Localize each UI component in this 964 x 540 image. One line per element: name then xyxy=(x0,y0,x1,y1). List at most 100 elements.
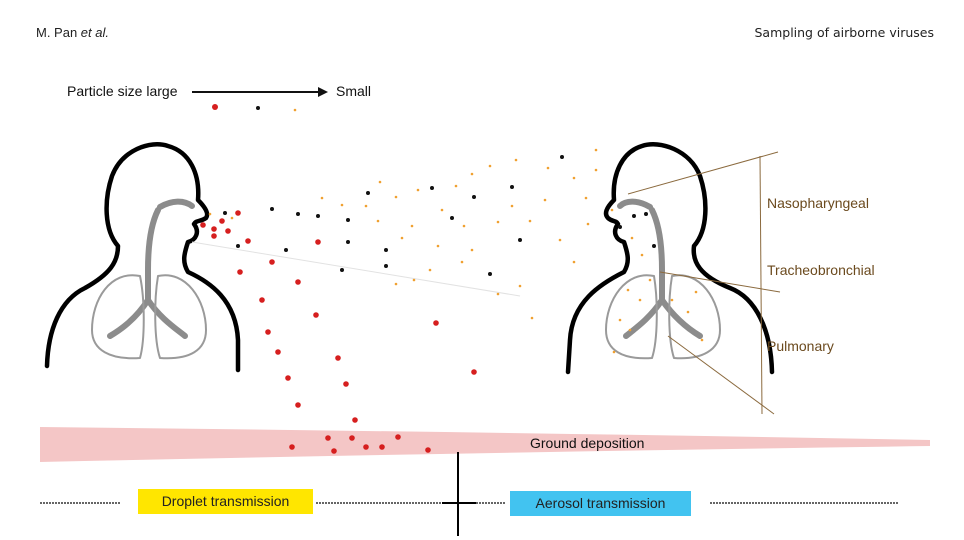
small-particle xyxy=(230,216,234,220)
small-particle xyxy=(528,219,532,223)
large-particle xyxy=(315,239,321,245)
medium-particle xyxy=(316,214,320,218)
small-particle xyxy=(584,196,588,200)
legend-large-particle xyxy=(212,104,218,110)
small-particle xyxy=(496,292,500,296)
small-particle xyxy=(586,222,590,226)
large-particle xyxy=(343,381,349,387)
large-particle xyxy=(235,210,241,216)
medium-particle xyxy=(346,240,350,244)
section-header: Sampling of airborne viruses xyxy=(754,25,934,40)
small-particle xyxy=(700,338,704,342)
pulmonary-label: Pulmonary xyxy=(767,338,834,354)
large-particle xyxy=(200,222,206,228)
small-particle xyxy=(410,224,414,228)
small-particle xyxy=(612,350,616,354)
medium-particle xyxy=(270,207,274,211)
receiver-person xyxy=(565,142,775,375)
medium-particle xyxy=(430,186,434,190)
small-particle xyxy=(543,198,547,202)
medium-particle xyxy=(618,225,622,229)
small-particle xyxy=(364,204,368,208)
small-particle xyxy=(648,278,652,282)
small-particle xyxy=(594,148,598,152)
small-particle xyxy=(530,316,534,320)
large-particle xyxy=(425,447,431,453)
region-line-top xyxy=(627,151,779,195)
small-particle xyxy=(428,268,432,272)
small-particle xyxy=(686,310,690,314)
small-particle xyxy=(462,224,466,228)
aerosol-cone-edge xyxy=(191,241,521,297)
large-particle xyxy=(245,238,251,244)
small-particle xyxy=(572,176,576,180)
small-particle xyxy=(618,318,622,322)
medium-particle xyxy=(284,248,288,252)
small-particle xyxy=(628,328,632,332)
receiver-outline xyxy=(565,142,775,375)
small-particle xyxy=(514,158,518,162)
small-particle xyxy=(470,248,474,252)
small-particle xyxy=(378,180,382,184)
large-particle xyxy=(335,355,341,361)
particle-size-small-label: Small xyxy=(336,83,372,99)
author-name: M. Pan xyxy=(36,25,81,40)
small-particle xyxy=(460,260,464,264)
large-particle xyxy=(211,233,217,239)
small-particle xyxy=(626,288,630,292)
large-particle xyxy=(363,444,369,450)
large-particle xyxy=(352,417,358,423)
large-particle xyxy=(219,218,225,224)
large-particle xyxy=(313,312,319,318)
legend-small-particle xyxy=(293,108,297,112)
nasopharyngeal-label: Nasopharyngeal xyxy=(767,195,869,211)
small-particle xyxy=(416,188,420,192)
particle-cloud xyxy=(200,148,704,454)
small-particle xyxy=(454,184,458,188)
deposition-region-lines xyxy=(627,151,781,415)
size-arrow-head xyxy=(318,87,328,97)
small-particle xyxy=(610,208,614,212)
droplet-transmission-label: Droplet transmission xyxy=(138,489,313,514)
medium-particle xyxy=(296,212,300,216)
receiver-airway xyxy=(617,198,703,339)
region-line-middle xyxy=(659,271,781,293)
transmission-axis xyxy=(40,452,898,536)
medium-particle xyxy=(366,191,370,195)
medium-particle xyxy=(652,244,656,248)
large-particle xyxy=(275,349,281,355)
large-particle xyxy=(237,269,243,275)
emitter-person xyxy=(44,142,241,373)
large-particle xyxy=(433,320,439,326)
medium-particle xyxy=(632,214,636,218)
medium-particle xyxy=(340,268,344,272)
small-particle xyxy=(518,284,522,288)
large-particle xyxy=(331,448,337,454)
large-particle xyxy=(225,228,231,234)
medium-particle xyxy=(518,238,522,242)
medium-particle xyxy=(346,218,350,222)
small-particle xyxy=(630,236,634,240)
large-particle xyxy=(211,226,217,232)
medium-particle xyxy=(223,211,227,215)
aerosol-transmission-label: Aerosol transmission xyxy=(510,491,691,516)
small-particle xyxy=(436,244,440,248)
particle-size-large-label: Particle size large xyxy=(67,83,178,99)
small-particle xyxy=(546,166,550,170)
emitter-outline xyxy=(44,142,241,373)
large-particle xyxy=(295,279,301,285)
small-particle xyxy=(510,204,514,208)
small-particle xyxy=(208,212,212,216)
medium-particle xyxy=(488,272,492,276)
ground-deposition-label: Ground deposition xyxy=(530,435,645,451)
small-particle xyxy=(638,298,642,302)
author-header: M. Pan et al. xyxy=(36,25,109,40)
small-particle xyxy=(394,282,398,286)
medium-particle xyxy=(472,195,476,199)
large-particle xyxy=(395,434,401,440)
author-etal: et al. xyxy=(80,25,109,40)
large-particle xyxy=(265,329,271,335)
small-particle xyxy=(488,164,492,168)
region-line-vertical xyxy=(759,155,763,415)
